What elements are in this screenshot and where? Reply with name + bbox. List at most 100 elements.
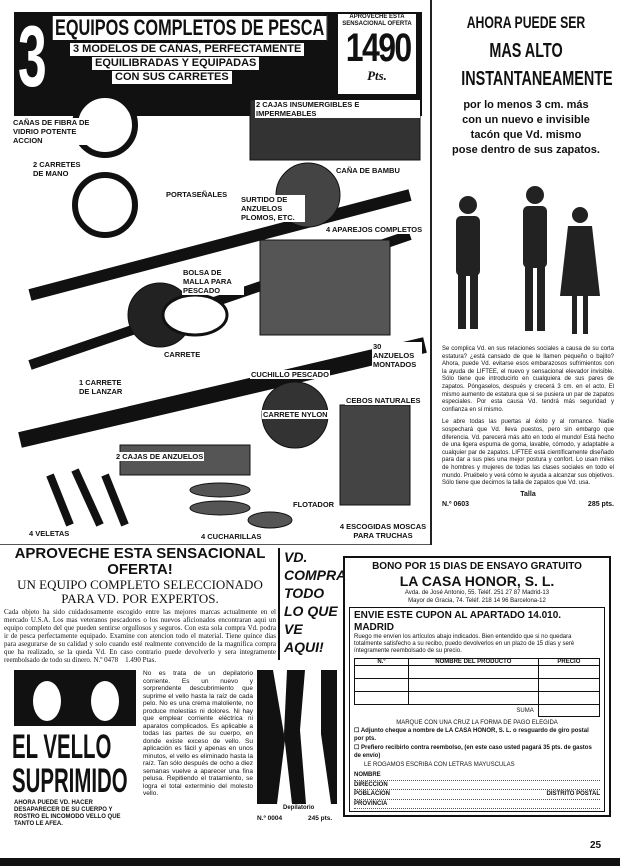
checkbox-icon[interactable]: ☐ bbox=[354, 728, 361, 734]
label-cucharillas: 4 CUCHARILLAS bbox=[200, 532, 263, 541]
label-aparejos: 4 APAREJOS COMPLETOS bbox=[325, 225, 424, 234]
rod-1 bbox=[28, 189, 412, 301]
hair-body: No es trata de un depilatorio corriente.… bbox=[143, 670, 253, 797]
title-line: SUPRIMIDO bbox=[12, 762, 128, 800]
height-body-2: Le abre todas las puertas al éxito y al … bbox=[442, 419, 614, 487]
coupon-intro: Ruego me envíen los artículos abajo indi… bbox=[354, 634, 575, 654]
page-number: 25 bbox=[590, 840, 602, 851]
price-unit: Pts. bbox=[367, 68, 387, 83]
row-cell[interactable] bbox=[407, 665, 539, 679]
label-surtido: SURTIDO DE ANZUELOS PLOMOS, ETC. bbox=[240, 195, 305, 222]
offer-subheading: UN EQUIPO COMPLETO SELECCIONADO PARA VD.… bbox=[17, 577, 263, 606]
offer-heading: APROVECHE ESTA SENSACIONAL OFERTA! bbox=[14, 545, 266, 578]
title-line: EL VELLO bbox=[12, 728, 112, 766]
price-caption: APROVECHE ESTA SENSACIONAL OFERTA bbox=[342, 14, 412, 27]
height-ref-row: N.º 0603 285 pts. bbox=[442, 500, 614, 509]
payment-option-cod[interactable]: ☐ Prefiero recibirlo contra reembolso, (… bbox=[354, 745, 600, 760]
hair-title: EL VELLO SUPRIMIDO bbox=[12, 730, 128, 798]
label-carretes-mano: 2 CARRETES DE MANO bbox=[32, 160, 82, 178]
row-cell[interactable] bbox=[354, 665, 409, 679]
bottom-border bbox=[0, 858, 620, 866]
label-anzuelos-montados: 30 ANZUELOS MONTADOS bbox=[372, 342, 422, 369]
offer-price: 1.490 Ptas. bbox=[125, 656, 157, 664]
field-direccion[interactable]: DIRECCION bbox=[354, 781, 600, 790]
fishing-subtitle-3: CON SUS CARRETES bbox=[112, 71, 232, 84]
coupon-address-1: Avda. de José Antonio, 55. Teléf. 251 27… bbox=[404, 590, 550, 596]
faces-illustration bbox=[17, 673, 133, 723]
poblacion-label: POBLACION bbox=[354, 791, 390, 797]
label-cebos: CEBOS NATURALES bbox=[345, 396, 422, 405]
coupon-heading: BONO POR 15 DIAS DE ENSAYO GRATUITO bbox=[372, 561, 582, 572]
order-coupon: BONO POR 15 DIAS DE ENSAYO GRATUITO LA C… bbox=[343, 556, 611, 817]
offer-body-paragraph: Cada objeto ha sido cuidadosamente escog… bbox=[4, 608, 276, 664]
payment-option-cheque[interactable]: ☐ Adjunto cheque a nombre de LA CASA HON… bbox=[354, 728, 600, 743]
subline: con un nuevo e invisible bbox=[462, 114, 590, 126]
row-cell[interactable] bbox=[537, 678, 601, 692]
price: 1490 bbox=[345, 26, 412, 70]
caps-note: LE ROGAMOS ESCRIBA CON LETRAS MAYUSCULAS bbox=[364, 762, 515, 768]
field-poblacion[interactable]: POBLACION DISTRITO POSTAL bbox=[354, 790, 600, 800]
hair-ref: N.º 0004 bbox=[257, 815, 283, 822]
height-body-1: Se complica Vd. en sus relaciones social… bbox=[442, 346, 614, 413]
women-faces-photo bbox=[14, 670, 136, 726]
option-cod-label: Prefiero recibirlo contra reembolso, (en… bbox=[354, 745, 592, 759]
subline: por lo menos 3 cm. más bbox=[463, 99, 589, 111]
offer-ref: N.º 0478 bbox=[93, 656, 119, 664]
row-cell[interactable] bbox=[354, 678, 409, 692]
height-sizes-label: Talla bbox=[520, 490, 536, 498]
height-subline: por lo menos 3 cm. más con un nuevo e in… bbox=[438, 98, 614, 158]
price-box: APROVECHE ESTA SENSACIONAL OFERTA 1490 P… bbox=[338, 14, 416, 94]
legs-photo bbox=[257, 670, 337, 804]
field-provincia[interactable]: PROVINCIA bbox=[354, 800, 600, 809]
coupon-company: LA CASA HONOR, S. L. bbox=[399, 573, 555, 589]
slogan-line: AQUI! bbox=[284, 639, 324, 655]
payment-heading: MARQUE CON UNA CRUZ LA FORMA DE PAGO ELE… bbox=[396, 720, 558, 726]
fishing-subtitle-2: EQUILIBRADAS Y EQUIPADAS bbox=[92, 57, 260, 70]
label-canas: CAÑAS DE FIBRA DE VIDRIO POTENTE ACCION bbox=[12, 118, 92, 145]
row-cell[interactable] bbox=[407, 678, 539, 692]
row-cell[interactable] bbox=[537, 665, 601, 679]
label-carrete-lanzar: 1 CARRETE DE LANZAR bbox=[78, 378, 126, 396]
height-body: Se complica Vd. en sus relaciones social… bbox=[442, 346, 614, 509]
row-cell[interactable] bbox=[537, 691, 601, 705]
label-carrete: CARRETE bbox=[163, 350, 202, 359]
label-bolsa: BOLSA DE MALLA PARA PESCADO bbox=[182, 268, 244, 295]
option-cheque-label: Adjunto cheque a nombre de LA CASA HONOR… bbox=[354, 728, 589, 742]
field-nombre[interactable]: NOMBRE bbox=[354, 771, 600, 781]
checkbox-icon[interactable]: ☐ bbox=[354, 745, 362, 751]
label-cajas: 2 CAJAS INSUMERGIBLES E IMPERMEABLES bbox=[255, 100, 420, 118]
slogan-line: LO QUE bbox=[284, 603, 338, 619]
height-headline-1: AHORA PUEDE SER bbox=[466, 13, 586, 32]
slogan-line: COMPRA bbox=[284, 567, 347, 583]
slogan-line: TODO bbox=[284, 585, 325, 601]
offer-block: APROVECHE ESTA SENSACIONAL OFERTA! UN EQ… bbox=[4, 545, 276, 665]
spoon-2 bbox=[189, 500, 251, 516]
label-veletas: 4 VELETAS bbox=[28, 529, 71, 538]
total-cell[interactable] bbox=[537, 704, 601, 717]
col-number: N.º bbox=[354, 658, 409, 666]
bait-jar bbox=[339, 404, 411, 506]
postal-label: DISTRITO POSTAL bbox=[546, 791, 600, 797]
row-cell[interactable] bbox=[407, 691, 539, 705]
slogan-line: VE bbox=[284, 621, 303, 637]
offer-body: Cada objeto ha sido cuidadosamente escog… bbox=[4, 608, 276, 664]
coupon-send-to: ENVIE ESTE CUPON AL APARTADO 14.010. MAD… bbox=[354, 610, 562, 633]
fishing-number: 3 bbox=[18, 9, 47, 105]
height-headline-2: MAS ALTO bbox=[489, 40, 563, 62]
row-cell[interactable] bbox=[354, 691, 409, 705]
subline: tacón que Vd. mismo bbox=[470, 129, 582, 141]
coupon-address-2: Mayor de Gracia, 74. Teléf. 218 14 96 Ba… bbox=[408, 598, 546, 604]
label-moscas: 4 ESCOGIDAS MOSCAS PARA TRUCHAS bbox=[338, 522, 428, 540]
slogan-line: VD. bbox=[284, 549, 308, 565]
label-cajas-anzuelos: 2 CAJAS DE ANZUELOS bbox=[115, 452, 205, 461]
col-product: NOMBRE DEL PRODUCTO bbox=[407, 658, 539, 666]
total-label: SUMA bbox=[516, 707, 534, 714]
reel-2 bbox=[72, 172, 138, 238]
reel-carrete bbox=[161, 293, 229, 337]
men-illustration bbox=[456, 186, 600, 334]
label-cana-bambu: CAÑA DE BAMBU bbox=[335, 166, 401, 175]
rigging-set bbox=[259, 239, 391, 336]
hair-caption: Depilatorio bbox=[283, 805, 315, 811]
spoon-1 bbox=[189, 482, 251, 498]
